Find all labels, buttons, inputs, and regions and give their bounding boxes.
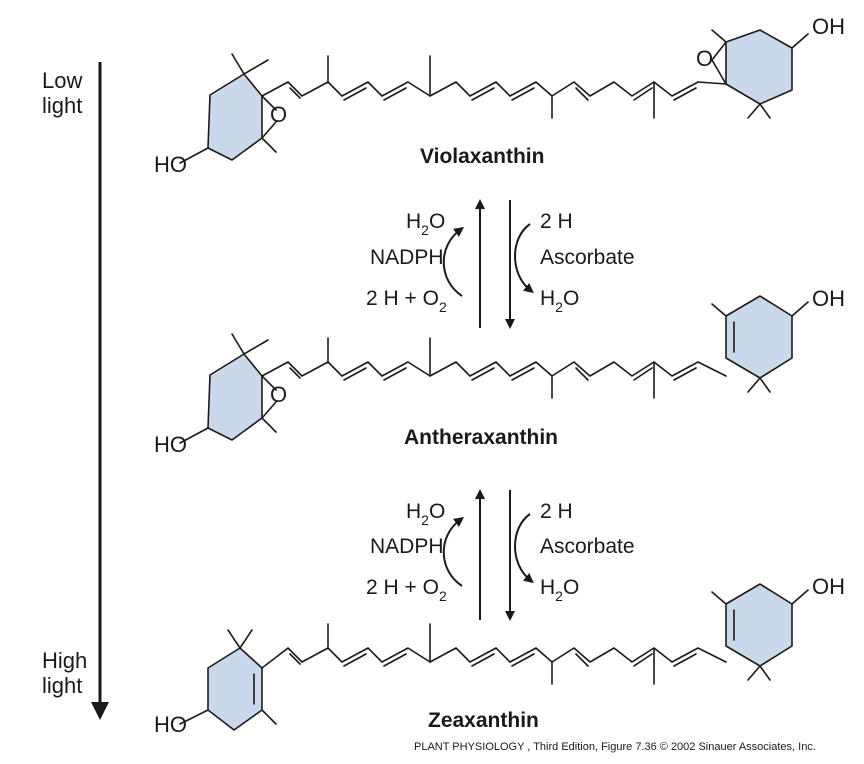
reaction-1-2h: 2 H — [540, 210, 573, 233]
violaxanthin-epoxide-o-right: O — [696, 46, 713, 71]
zeaxanthin-right-ring — [725, 583, 793, 667]
reaction-2-nadph: NADPH — [370, 535, 444, 558]
violaxanthin-oh-label: OH — [812, 14, 845, 39]
antheraxanthin-right-ring — [725, 295, 793, 379]
reaction-2-h2o-left: H2O — [406, 500, 445, 528]
violaxanthin-left-ring — [207, 73, 263, 161]
low-light-label-line1: Low — [42, 68, 82, 93]
reaction-1-nadph: NADPH — [370, 246, 444, 269]
low-light-label-line2: light — [42, 93, 82, 118]
figure-credit: PLANT PHYSIOLOGY , Third Edition, Figure… — [414, 741, 816, 753]
reaction-2-ascorbate: Ascorbate — [540, 535, 635, 558]
reaction-2-arrows — [442, 489, 534, 621]
reaction-2-2h-o2: 2 H + O2 — [366, 576, 447, 604]
violaxanthin-structure — [179, 29, 809, 164]
reaction-1-h2o-left: H2O — [406, 210, 445, 238]
violaxanthin-ho-label: HO — [154, 152, 187, 177]
high-light-label-line1: High — [42, 648, 87, 673]
zeaxanthin-name: Zeaxanthin — [428, 709, 539, 732]
antheraxanthin-left-ring — [207, 353, 263, 441]
reaction-1-2h-o2: 2 H + O2 — [366, 287, 447, 315]
light-gradient-arrow — [91, 62, 109, 720]
antheraxanthin-ho-label: HO — [154, 432, 187, 457]
reaction-1-ascorbate: Ascorbate — [540, 246, 635, 269]
antheraxanthin-epoxide-o: O — [270, 382, 287, 407]
violaxanthin-epoxide-o-left: O — [270, 102, 287, 127]
violaxanthin-name: Violaxanthin — [420, 145, 544, 168]
antheraxanthin-structure — [179, 295, 809, 444]
reaction-1-h2o-right: H2O — [540, 287, 579, 315]
reaction-2-2h: 2 H — [540, 500, 573, 523]
zeaxanthin-structure — [179, 583, 809, 731]
antheraxanthin-oh-label: OH — [812, 286, 845, 311]
zeaxanthin-oh-label: OH — [812, 574, 845, 599]
zeaxanthin-ho-label: HO — [154, 712, 187, 737]
reaction-1-arrows — [442, 199, 534, 329]
antheraxanthin-name: Antheraxanthin — [404, 426, 558, 449]
high-light-label-line2: light — [42, 673, 82, 698]
reaction-2-h2o-right: H2O — [540, 576, 579, 604]
violaxanthin-right-ring — [725, 29, 793, 105]
